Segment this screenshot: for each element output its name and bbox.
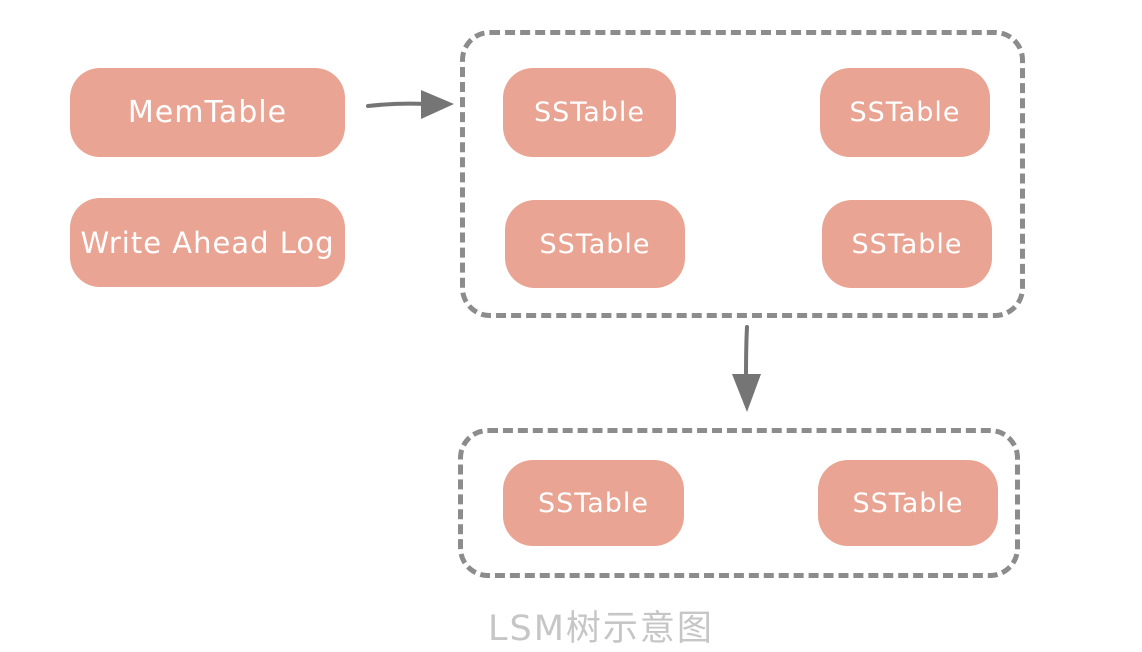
- level2-sstable-container: SSTable SSTable: [458, 428, 1020, 578]
- memtable-label: MemTable: [127, 95, 288, 130]
- sstable-box: SSTable: [820, 68, 990, 157]
- arrow-right-icon: [366, 90, 454, 119]
- write-ahead-log-box: Write Ahead Log: [70, 198, 345, 287]
- sstable-box: SSTable: [503, 68, 676, 157]
- sstable-label: SSTable: [851, 228, 963, 260]
- diagram-caption: LSM树示意图: [488, 609, 714, 649]
- arrow-down-icon: [732, 325, 761, 412]
- write-ahead-log-label: Write Ahead Log: [80, 225, 335, 260]
- sstable-box: SSTable: [505, 200, 685, 288]
- sstable-label: SSTable: [539, 228, 651, 260]
- sstable-label: SSTable: [849, 97, 961, 128]
- sstable-label: SSTable: [852, 487, 964, 519]
- sstable-label: SSTable: [537, 487, 650, 519]
- sstable-box: SSTable: [818, 460, 998, 546]
- sstable-label: SSTable: [533, 97, 646, 128]
- memtable-box: MemTable: [70, 68, 345, 157]
- sstable-box: SSTable: [822, 200, 992, 288]
- level1-sstable-container: SSTable SSTable SSTable SSTable: [460, 30, 1025, 318]
- sstable-box: SSTable: [503, 460, 684, 546]
